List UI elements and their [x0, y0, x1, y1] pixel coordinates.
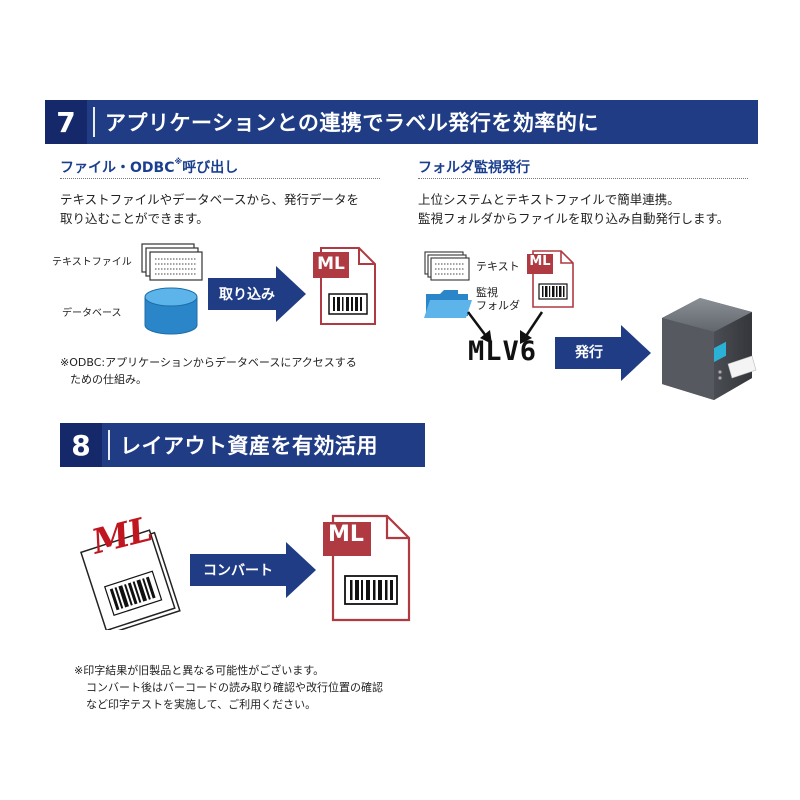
database-icon — [144, 287, 198, 335]
ml-document-icon-converted — [323, 514, 411, 622]
file-odbc-heading: ファイル・ODBC※呼び出し — [60, 157, 238, 177]
file-odbc-description: テキストファイルやデータベースから、発行データを 取り込むことができます。 — [60, 190, 359, 228]
print-result-footnote-line2: コンバート後はバーコードの読み取り確認や改行位置の確認 — [86, 681, 383, 694]
text-file-stack-icon — [141, 243, 203, 281]
folder-monitor-underline — [418, 178, 748, 179]
file-odbc-desc-line1: テキストファイルやデータベースから、発行データを — [60, 192, 360, 207]
convert-arrow-label: コンバート — [203, 563, 273, 579]
text-file-stack-icon-right — [424, 251, 470, 281]
section-8-number: 8 — [60, 423, 102, 467]
converge-arrows-icon — [467, 311, 544, 344]
import-arrow-label: 取り込み — [219, 287, 275, 303]
folder-monitor-desc-line1: 上位システムとテキストファイルで簡単連携。 — [418, 192, 680, 207]
product-name-mlv6: MLV6 — [468, 336, 538, 367]
monitor-folder-label-line1: 監視 — [476, 286, 498, 299]
file-odbc-desc-line2: 取り込むことができます。 — [60, 211, 209, 226]
file-odbc-underline — [60, 178, 380, 179]
odbc-footnote-line2: ための仕組み。 — [70, 373, 147, 386]
label-printer-icon — [662, 298, 757, 400]
monitor-folder-label-line2: フォルダ — [476, 299, 520, 312]
file-odbc-heading-mark: ※ — [174, 157, 183, 166]
ml-document-label-right: ML — [529, 254, 551, 269]
print-result-footnote-line3: など印字テストを実施して、ご利用ください。 — [86, 698, 317, 711]
section-7-title: アプリケーションとの連携でラベル発行を効率的に — [105, 111, 599, 135]
section-7-header: 7 アプリケーションとの連携でラベル発行を効率的に — [45, 100, 758, 144]
ml-document-icon-right — [527, 250, 574, 308]
folder-monitor-desc-line2: 監視フォルダからファイルを取り込み自動発行します。 — [418, 211, 730, 226]
file-odbc-heading-tail: 呼び出し — [182, 160, 239, 176]
ml-document-icon — [313, 247, 376, 325]
section-7-divider — [93, 107, 95, 137]
odbc-footnote-line1: ※ODBC:アプリケーションからデータベースにアクセスする — [60, 356, 357, 369]
text-label: テキスト — [476, 260, 520, 273]
issue-arrow-label: 発行 — [575, 345, 603, 361]
file-odbc-heading-text: ファイル・ODBC — [60, 160, 175, 176]
section-8-header: 8 レイアウト資産を有効活用 — [60, 423, 425, 467]
ml-document-converted-label: ML — [328, 522, 364, 547]
odbc-footnote: ※ODBC:アプリケーションからデータベースにアクセスする ための仕組み。 — [60, 354, 357, 388]
folder-monitor-description: 上位システムとテキストファイルで簡単連携。 監視フォルダからファイルを取り込み自… — [418, 190, 729, 228]
convert-arrow-icon — [190, 542, 316, 598]
print-result-footnote: ※印字結果が旧製品と異なる可能性がございます。 コンバート後はバーコードの読み取… — [74, 662, 383, 713]
section-8-divider — [108, 430, 110, 460]
database-label: データベース — [62, 308, 122, 319]
monitor-folder-label: 監視 フォルダ — [476, 286, 520, 312]
ml-document-label: ML — [317, 254, 345, 274]
text-file-label: テキストファイル — [52, 257, 132, 268]
section-7-number: 7 — [45, 100, 87, 144]
folder-monitor-heading: フォルダ監視発行 — [418, 160, 530, 176]
print-result-footnote-line1: ※印字結果が旧製品と異なる可能性がございます。 — [74, 664, 325, 677]
legacy-ml-document-icon — [80, 529, 181, 630]
import-arrow-icon — [208, 266, 306, 322]
section-8-title: レイアウト資産を有効活用 — [120, 434, 378, 458]
folder-icon — [424, 290, 472, 318]
issue-arrow-icon — [555, 325, 651, 381]
